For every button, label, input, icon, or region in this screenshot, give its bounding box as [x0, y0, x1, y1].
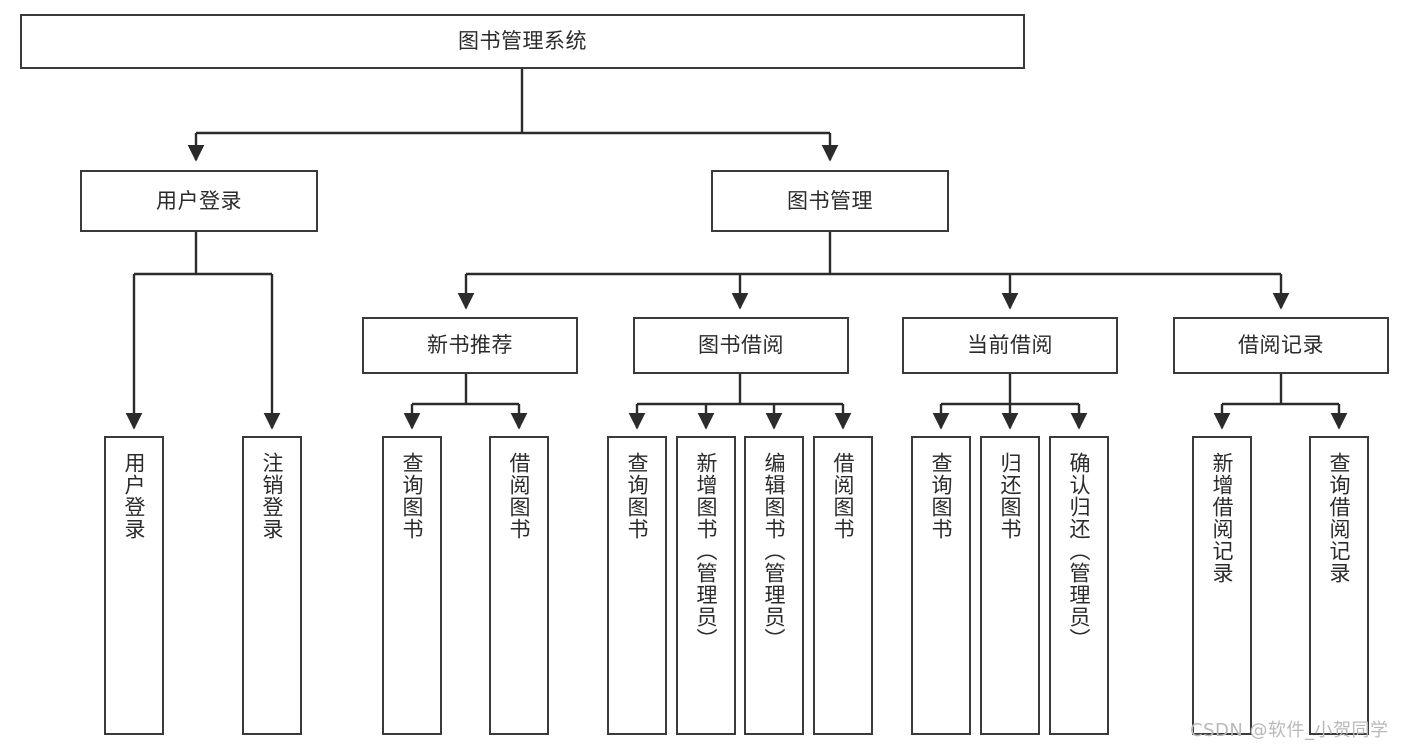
- node-leaf-query-book-1[interactable]: 查询图书: [382, 436, 442, 735]
- node-leaf-query-book-1-label: 查询图书: [400, 452, 425, 540]
- node-current-borrow-label: 当前借阅: [967, 333, 1053, 358]
- node-borrow-record-label: 借阅记录: [1238, 333, 1324, 358]
- node-leaf-borrow-book-2[interactable]: 借阅图书: [813, 436, 873, 735]
- node-leaf-query-record-label: 查询借阅记录: [1327, 452, 1352, 584]
- node-book-borrow[interactable]: 图书借阅: [633, 317, 849, 374]
- node-current-borrow[interactable]: 当前借阅: [902, 317, 1118, 374]
- node-book-management[interactable]: 图书管理: [711, 170, 949, 232]
- watermark-text: CSDN @软件_小贺同学: [1190, 720, 1389, 741]
- node-root[interactable]: 图书管理系统: [20, 14, 1025, 69]
- node-new-book-recommend-label: 新书推荐: [427, 333, 513, 358]
- node-leaf-query-book-2-label: 查询图书: [625, 452, 650, 540]
- node-leaf-confirm-return-label: 确认归还（管理员）: [1067, 452, 1092, 650]
- node-new-book-recommend[interactable]: 新书推荐: [362, 317, 578, 374]
- node-leaf-logout-login-label: 注销登录: [260, 452, 285, 540]
- node-leaf-return-book[interactable]: 归还图书: [980, 436, 1040, 735]
- node-leaf-confirm-return[interactable]: 确认归还（管理员）: [1049, 436, 1109, 735]
- node-leaf-edit-book-label: 编辑图书（管理员）: [762, 452, 787, 650]
- node-leaf-borrow-book-2-label: 借阅图书: [831, 452, 856, 540]
- node-leaf-add-book-label: 新增图书（管理员）: [694, 452, 719, 650]
- node-leaf-query-book-3-label: 查询图书: [929, 452, 954, 540]
- node-leaf-add-record[interactable]: 新增借阅记录: [1192, 436, 1252, 735]
- node-leaf-borrow-book-1[interactable]: 借阅图书: [489, 436, 549, 735]
- node-user-login[interactable]: 用户登录: [80, 170, 318, 232]
- node-leaf-query-book-2[interactable]: 查询图书: [607, 436, 667, 735]
- node-leaf-edit-book[interactable]: 编辑图书（管理员）: [744, 436, 804, 735]
- node-root-label: 图书管理系统: [458, 29, 587, 54]
- node-leaf-user-login-label: 用户登录: [122, 452, 147, 540]
- node-leaf-query-record[interactable]: 查询借阅记录: [1309, 436, 1369, 735]
- node-book-borrow-label: 图书借阅: [698, 333, 784, 358]
- node-leaf-return-book-label: 归还图书: [998, 452, 1023, 540]
- node-leaf-borrow-book-1-label: 借阅图书: [507, 452, 532, 540]
- node-book-management-label: 图书管理: [787, 188, 873, 213]
- node-leaf-logout-login[interactable]: 注销登录: [242, 436, 302, 735]
- node-leaf-add-book[interactable]: 新增图书（管理员）: [676, 436, 736, 735]
- node-user-login-label: 用户登录: [156, 188, 242, 213]
- node-leaf-add-record-label: 新增借阅记录: [1210, 452, 1235, 584]
- node-borrow-record[interactable]: 借阅记录: [1173, 317, 1389, 374]
- node-leaf-user-login[interactable]: 用户登录: [104, 436, 164, 735]
- node-leaf-query-book-3[interactable]: 查询图书: [911, 436, 971, 735]
